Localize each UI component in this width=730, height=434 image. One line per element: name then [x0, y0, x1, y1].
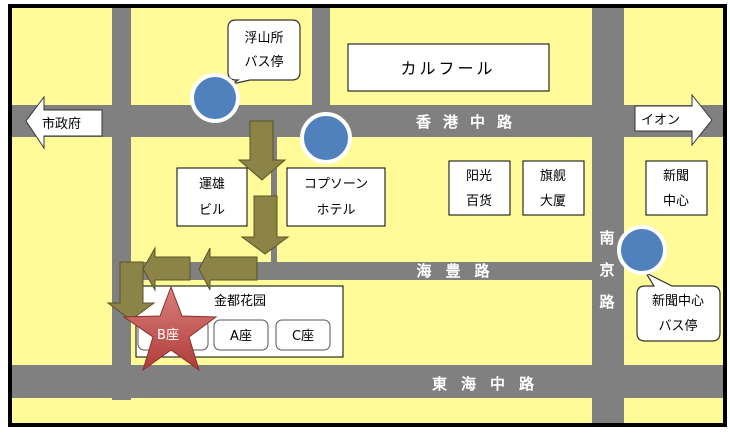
bus-stop-fushansuo-icon[interactable] — [190, 73, 240, 123]
star-icon — [122, 285, 218, 372]
city-hall-label: 市政府 — [42, 116, 81, 132]
route-arrow-left-2 — [142, 246, 191, 292]
copthorne-label-1: コプソーン — [304, 177, 368, 192]
news-stop-label-2: バス停 — [658, 318, 697, 334]
jindu-garden-label: 金都花园 — [214, 293, 266, 309]
route-arrow-left-1 — [198, 247, 258, 291]
bus-stop-fushansuo-callout: 浮山所 バス停 — [227, 19, 301, 85]
route-arrow-down-1 — [237, 120, 287, 181]
copthorne-label-2: ホテル — [316, 203, 355, 218]
block-a-box[interactable] — [213, 319, 269, 351]
qijian-label-1: 旗舰 — [540, 168, 566, 184]
road-label-xianggang: 香港中路 — [416, 113, 524, 131]
road-label-nanjing-2: 京 — [599, 261, 616, 279]
landmark-unyu-building[interactable]: 運雄 ビル — [176, 167, 248, 227]
unyu-label-2: ビル — [199, 203, 225, 218]
unyu-label-1: 運雄 — [199, 177, 225, 192]
landmark-carrefour[interactable]: カルフール — [347, 43, 550, 92]
block-c-box[interactable] — [275, 319, 331, 351]
direction-city-hall[interactable]: 市政府 — [25, 95, 103, 150]
carrefour-label: カルフール — [400, 59, 495, 78]
direction-aeon[interactable]: イオン — [634, 93, 713, 147]
road-vertical-west — [112, 8, 131, 400]
yangguang-label-2: 百货 — [466, 193, 492, 209]
news-center-label-2: 中心 — [663, 194, 689, 209]
road-nanjing — [592, 8, 624, 423]
road-vertical-north — [312, 8, 330, 108]
route-arrow-down-2 — [240, 195, 290, 255]
news-stop-label-1: 新聞中心 — [652, 293, 704, 309]
yangguang-label-1: 阳光 — [466, 169, 492, 184]
block-c-label: C座 — [292, 329, 314, 344]
bus-stop-news-center-icon[interactable] — [617, 225, 667, 275]
block-a-label: A座 — [230, 329, 252, 344]
block-b-label: B座 — [157, 328, 179, 343]
aeon-label: イオン — [641, 113, 680, 128]
bus-stop-icon[interactable] — [300, 112, 352, 164]
bus-stop-news-center-callout: 新聞中心 バス停 — [636, 271, 721, 342]
road-label-nanjing-1: 南 — [599, 229, 616, 247]
qijian-label-2: 大厦 — [540, 194, 566, 209]
fushansuo-label-1: 浮山所 — [244, 31, 283, 46]
landmark-qijian[interactable]: 旗舰 大厦 — [522, 160, 585, 216]
route-arrow-down-3 — [106, 261, 156, 321]
road-label-nanjing-3: 路 — [599, 293, 616, 311]
fushansuo-label-2: バス停 — [244, 54, 283, 70]
road-label-donghai: 東海中路 — [432, 375, 548, 393]
landmark-copthorne-hotel[interactable]: コプソーン ホテル — [286, 167, 386, 227]
destination-star-block-b[interactable]: B座 — [122, 285, 218, 372]
road-label-haifeng: 海豊路 — [416, 262, 503, 280]
landmark-news-center[interactable]: 新聞 中心 — [645, 160, 708, 216]
landmark-yangguang[interactable]: 阳光 百货 — [448, 160, 511, 216]
news-center-label-1: 新聞 — [663, 168, 689, 184]
